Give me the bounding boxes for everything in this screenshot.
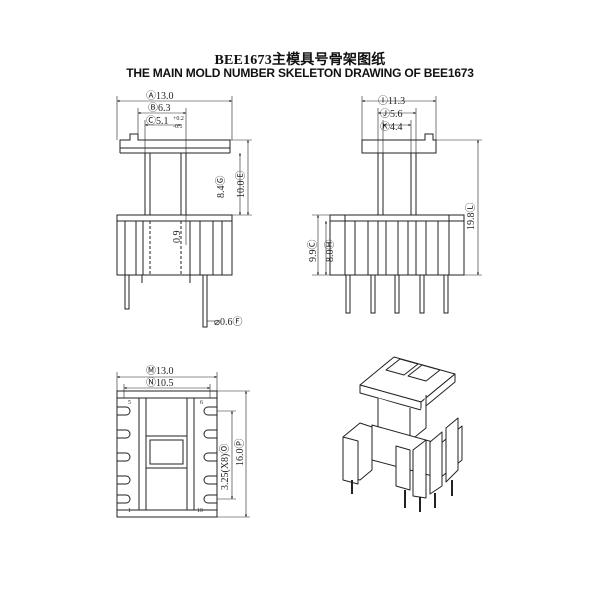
iso-right-fin-1 <box>412 439 427 499</box>
dim-F: ⌀0.6Ⓕ <box>214 316 243 328</box>
side-pin-2 <box>370 274 376 314</box>
dim-J: Ⓙ5.6 <box>380 108 403 120</box>
bottom-outline <box>116 390 218 518</box>
side-top-flange <box>361 133 437 154</box>
bottom-view <box>116 372 250 518</box>
front-view <box>116 96 252 328</box>
front-pin-right <box>202 274 208 328</box>
title-english: THE MAIN MOLD NUMBER SKELETON DRAWING OF… <box>126 66 474 80</box>
dim-C: Ⓒ5.1 <box>146 115 169 127</box>
dim-M: Ⓜ13.0 <box>146 365 174 377</box>
pin-label-1: 1 <box>128 508 131 514</box>
bottom-left-slots <box>117 406 131 504</box>
side-core <box>377 152 417 216</box>
title-chinese: BEE1673主模具号骨架图纸 <box>214 53 386 68</box>
dim-inner: 0.9 <box>172 231 183 244</box>
pin-label-5: 5 <box>128 400 131 406</box>
side-pin-4 <box>419 274 425 314</box>
front-bottom-body <box>116 214 233 276</box>
dim-E: 10.0Ⓔ <box>235 171 247 199</box>
iso-right-fin-3 <box>445 417 459 483</box>
dim-C-tol-minus: -0.1 <box>173 124 183 130</box>
iso-right-fin-2 <box>429 431 443 495</box>
dim-C-tol-plus: +0.2 <box>173 116 184 122</box>
dim-N: Ⓝ10.5 <box>146 377 174 389</box>
side-pin-5 <box>443 274 449 314</box>
side-pin-3 <box>394 274 400 314</box>
bottom-right-slots <box>203 406 217 504</box>
bottom-center-window-inner <box>149 439 184 465</box>
side-view <box>312 96 482 314</box>
pin-label-10: 10 <box>197 508 203 514</box>
dim-O: 3.25(X8)Ⓞ <box>219 444 231 490</box>
dim-side-C: 9.9Ⓒ <box>307 240 319 263</box>
dim-H: 8.0Ⓗ <box>324 240 336 263</box>
dim-A: Ⓐ13.0 <box>146 90 174 102</box>
dim-I: Ⓘ11.3 <box>378 95 405 107</box>
isometric-view <box>342 356 463 512</box>
dim-K: Ⓚ4.4 <box>380 121 403 133</box>
dim-L: 19.8Ⓛ <box>465 203 477 231</box>
front-top-flange <box>119 133 231 149</box>
dim-G: 8.4Ⓖ <box>215 176 227 199</box>
front-core <box>144 152 187 216</box>
side-pin-1 <box>345 274 351 314</box>
bottom-center-window <box>145 435 188 469</box>
dim-P: 16.0Ⓟ <box>234 439 246 467</box>
side-bottom-body <box>329 214 465 276</box>
dim-B: Ⓑ6.3 <box>148 102 171 114</box>
front-pin-left <box>124 274 130 310</box>
pin-label-6: 6 <box>200 400 203 406</box>
